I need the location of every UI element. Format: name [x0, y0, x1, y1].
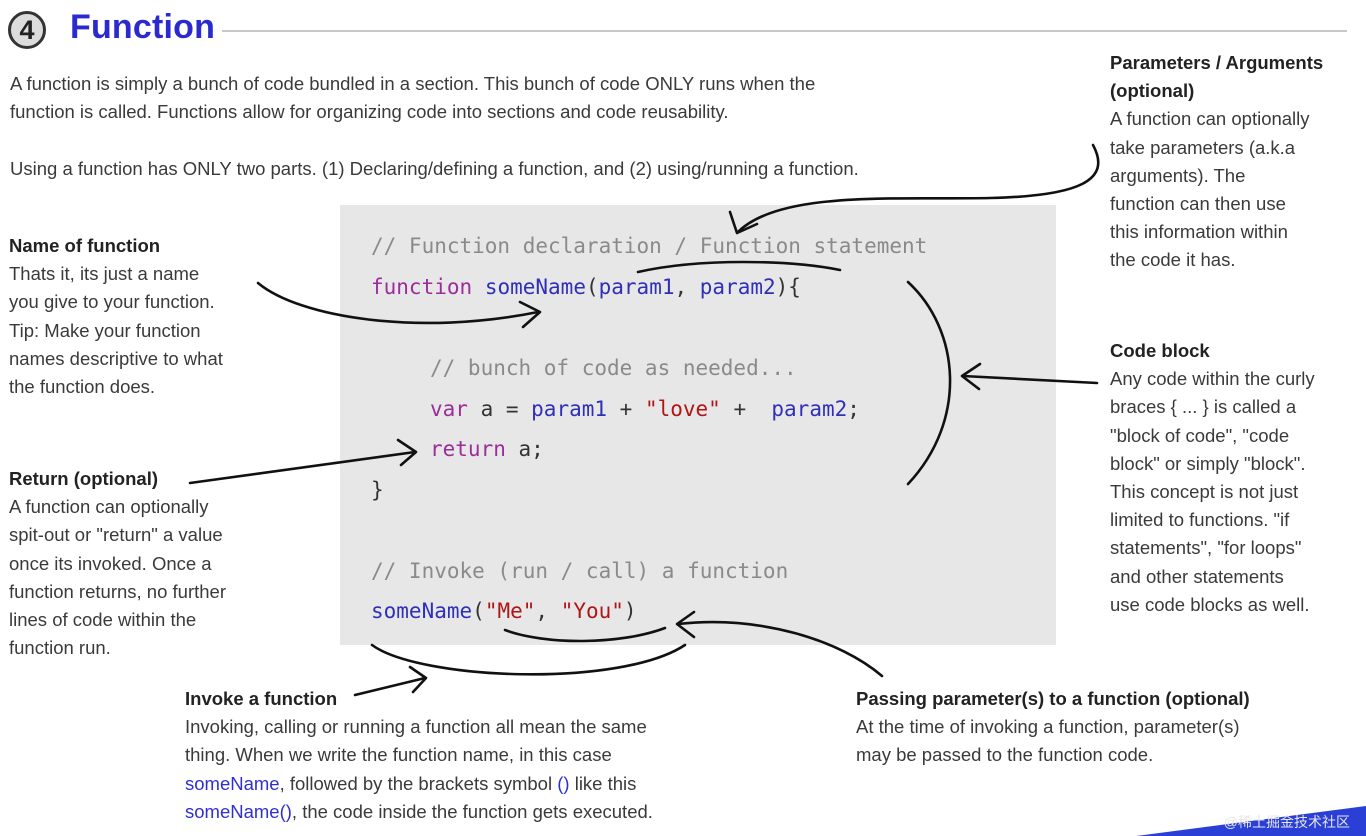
keyword-var: var: [430, 397, 468, 421]
code-token: ,: [535, 599, 561, 623]
annotation-line: This concept is not just: [1110, 481, 1299, 503]
param1: param1: [598, 275, 675, 299]
call-function-name: someName: [371, 599, 473, 623]
code-token: ;: [847, 397, 860, 421]
inline-code-brackets: (): [557, 772, 570, 794]
annotation-parameters: Parameters / Arguments (optional) A func…: [1110, 49, 1323, 275]
annotation-line: this information within: [1110, 221, 1288, 243]
annotation-line: Invoking, calling or running a function …: [185, 716, 647, 738]
function-name: someName: [484, 275, 586, 299]
annotation-return: Return (optional) A function can optiona…: [9, 465, 226, 662]
annotation-line: may be passed to the function code.: [856, 744, 1154, 766]
keyword-return: return: [430, 437, 506, 461]
code-token: ){: [775, 275, 801, 299]
text-fragment: like this: [569, 772, 637, 794]
title-divider: [222, 30, 1347, 32]
code-token: // Function declaration / Function state…: [371, 234, 928, 258]
intro-line: function is called. Functions allow for …: [10, 101, 729, 122]
code-token: ,: [674, 275, 700, 299]
code-line-var: var a = param1 + "love" + param2;: [430, 396, 860, 422]
code-token: +: [607, 397, 645, 421]
annotation-line: names descriptive to what: [9, 347, 223, 369]
param2: param2: [699, 275, 776, 299]
annotation-heading: Code block: [1110, 340, 1210, 361]
annotation-line: use code blocks as well.: [1110, 593, 1310, 615]
annotation-line: you give to your function.: [9, 291, 215, 313]
code-token: +: [720, 397, 772, 421]
annotation-line: braces { ... } is called a: [1110, 396, 1297, 418]
annotation-name-of-function: Name of function Thats it, its just a na…: [9, 232, 223, 401]
code-token: a =: [467, 397, 532, 421]
annotation-line: limited to functions. "if: [1110, 509, 1290, 531]
annotation-heading: (optional): [1110, 80, 1195, 102]
annotation-heading: Passing parameter(s) to a function (opti…: [856, 688, 1250, 709]
text-fragment: , followed by the brackets symbol: [279, 772, 558, 794]
annotation-line: function run.: [9, 637, 111, 659]
annotation-line: thing. When we write the function name, …: [185, 744, 612, 766]
code-token: (: [472, 599, 485, 623]
code-token: }: [371, 478, 384, 502]
string-love: "love": [644, 397, 721, 421]
page-title: Function: [70, 8, 216, 46]
inline-code-somename: someName: [185, 772, 280, 794]
annotation-line: Thats it, its just a name: [9, 263, 200, 285]
code-comment-declaration: // Function declaration / Function state…: [371, 233, 927, 259]
annotation-line: lines of code within the: [9, 609, 197, 631]
inline-code-somename-call: someName(): [185, 800, 292, 822]
annotation-line: the function does.: [9, 376, 156, 398]
annotation-line: spit-out or "return" a value: [9, 524, 223, 546]
code-token: param1: [531, 397, 608, 421]
annotation-line: statements", "for loops": [1110, 537, 1302, 559]
code-token: a;: [505, 437, 544, 461]
annotation-line: A function can optionally: [1110, 108, 1310, 130]
code-token: // Invoke (run / call) a function: [371, 559, 789, 583]
annotation-line: Any code within the curly: [1110, 368, 1315, 390]
annotation-line: function can then use: [1110, 193, 1286, 215]
annotation-line: someName, followed by the brackets symbo…: [185, 770, 653, 798]
intro-paragraph-1: A function is simply a bunch of code bun…: [10, 70, 815, 126]
annotation-line: Tip: Make your function: [9, 319, 201, 341]
annotation-heading: Invoke a function: [185, 688, 338, 709]
intro-line: A function is simply a bunch of code bun…: [10, 73, 816, 94]
annotation-line: once its invoked. Once a: [9, 552, 212, 574]
code-line-return: return a;: [430, 436, 544, 462]
annotation-line: the code it has.: [1110, 249, 1236, 271]
annotation-heading: Return (optional): [9, 468, 159, 489]
code-token: (: [585, 275, 599, 299]
annotation-line: "block of code", "code: [1110, 424, 1290, 446]
code-line-function-signature: function someName(param1, param2){: [371, 274, 801, 300]
string-me: "Me": [484, 599, 536, 623]
section-number-badge: 4: [8, 11, 46, 49]
watermark: @稀土掘金技术社区: [1223, 814, 1350, 830]
code-comment-body: // bunch of code as needed...: [430, 355, 797, 381]
code-closing-brace: }: [371, 477, 384, 503]
annotation-line: and other statements: [1110, 565, 1284, 587]
intro-paragraph-2: Using a function has ONLY two parts. (1)…: [10, 158, 859, 179]
annotation-line: At the time of invoking a function, para…: [856, 716, 1240, 738]
annotation-line: A function can optionally: [9, 496, 209, 518]
code-line-invoke: someName("Me", "You"): [371, 598, 637, 624]
code-token: ): [623, 599, 637, 623]
annotation-heading: Name of function: [9, 235, 161, 256]
bracket-invoke: [370, 643, 687, 676]
annotation-heading: Parameters / Arguments: [1110, 52, 1324, 73]
annotation-code-block: Code block Any code within the curly bra…: [1110, 337, 1315, 619]
string-you: "You": [560, 599, 624, 623]
code-token: param2: [771, 397, 848, 421]
code-token: // bunch of code as needed...: [430, 356, 797, 380]
annotation-line: function returns, no further: [9, 580, 226, 602]
annotation-line: take parameters (a.k.a: [1110, 136, 1296, 158]
annotation-line: arguments). The: [1110, 164, 1246, 186]
keyword-function: function: [371, 275, 473, 299]
code-comment-invoke: // Invoke (run / call) a function: [371, 558, 788, 584]
annotation-line: someName(), the code inside the function…: [185, 798, 653, 826]
annotation-passing-parameters: Passing parameter(s) to a function (opti…: [856, 685, 1250, 770]
annotation-line: block" or simply "block".: [1110, 452, 1306, 474]
annotation-invoke: Invoke a function Invoking, calling or r…: [185, 685, 653, 826]
text-fragment: , the code inside the function gets exec…: [291, 800, 653, 822]
